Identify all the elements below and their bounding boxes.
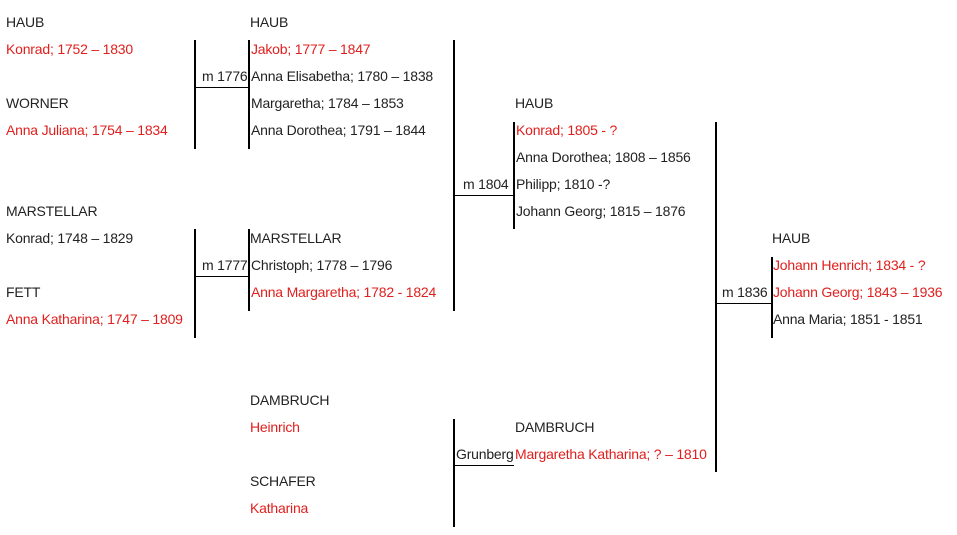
connector-line <box>453 40 455 311</box>
person-heinrich: Heinrich <box>250 419 300 435</box>
marriage-line <box>454 195 514 196</box>
connector-line <box>453 419 455 527</box>
marriage-label-1804: m 1804 <box>463 176 509 192</box>
child-anna-elisabetha: Anna Elisabetha; 1780 – 1838 <box>251 68 433 84</box>
connector-line <box>715 122 717 472</box>
child-johann-henrich: Johann Henrich; 1834 - ? <box>773 257 926 273</box>
marriage-label-1836: m 1836 <box>722 284 768 300</box>
child-philipp: Philipp; 1810 -? <box>516 176 611 192</box>
marriage-line <box>195 87 249 88</box>
surname-dambruch-1: DAMBRUCH <box>250 392 330 408</box>
surname-dambruch-2: DAMBRUCH <box>515 419 595 435</box>
surname-marstellar-2: MARSTELLAR <box>250 230 342 246</box>
person-konrad-1752: Konrad; 1752 – 1830 <box>6 41 133 57</box>
person-anna-katharina: Anna Katharina; 1747 – 1809 <box>6 311 183 327</box>
person-konrad-1748: Konrad; 1748 – 1829 <box>6 230 133 246</box>
person-katharina: Katharina <box>250 500 309 516</box>
child-margaretha: Margaretha; 1784 – 1853 <box>251 95 404 111</box>
marriage-label-grunberg: Grunberg <box>456 446 514 462</box>
child-johann-georg-1843: Johann Georg; 1843 – 1936 <box>773 284 943 300</box>
person-margaretha-katharina: Margaretha Katharina; ? – 1810 <box>515 446 707 462</box>
surname-fett: FETT <box>6 284 41 300</box>
surname-schafer: SCHAFER <box>250 473 316 489</box>
child-johann-georg-1815: Johann Georg; 1815 – 1876 <box>516 203 686 219</box>
child-anna-margaretha: Anna Margaretha; 1782 - 1824 <box>251 284 437 300</box>
surname-haub-4: HAUB <box>772 230 811 246</box>
child-anna-dorothea-1808: Anna Dorothea; 1808 – 1856 <box>516 149 691 165</box>
connector-line <box>248 229 250 311</box>
child-jakob: Jakob; 1777 – 1847 <box>251 41 371 57</box>
marriage-line <box>454 465 514 466</box>
child-anna-maria: Anna Maria; 1851 - 1851 <box>773 311 923 327</box>
connector-line <box>194 40 196 149</box>
marriage-line <box>195 276 249 277</box>
surname-haub-3: HAUB <box>515 95 554 111</box>
connector-line <box>248 40 250 149</box>
person-anna-juliana: Anna Juliana; 1754 – 1834 <box>6 122 168 138</box>
marriage-line <box>716 303 772 304</box>
surname-haub-1: HAUB <box>6 14 45 30</box>
connector-line <box>513 122 515 229</box>
connector-line <box>771 257 773 338</box>
connector-line <box>194 229 196 338</box>
surname-worner: WORNER <box>6 95 69 111</box>
surname-haub-2: HAUB <box>250 14 289 30</box>
marriage-label-1776: m 1776 <box>202 68 248 84</box>
marriage-label-1777: m 1777 <box>202 257 248 273</box>
child-konrad-1805: Konrad; 1805 - ? <box>516 122 618 138</box>
surname-marstellar-1: MARSTELLAR <box>6 203 98 219</box>
child-christoph: Christoph; 1778 – 1796 <box>251 257 393 273</box>
child-anna-dorothea-1791: Anna Dorothea; 1791 – 1844 <box>251 122 426 138</box>
